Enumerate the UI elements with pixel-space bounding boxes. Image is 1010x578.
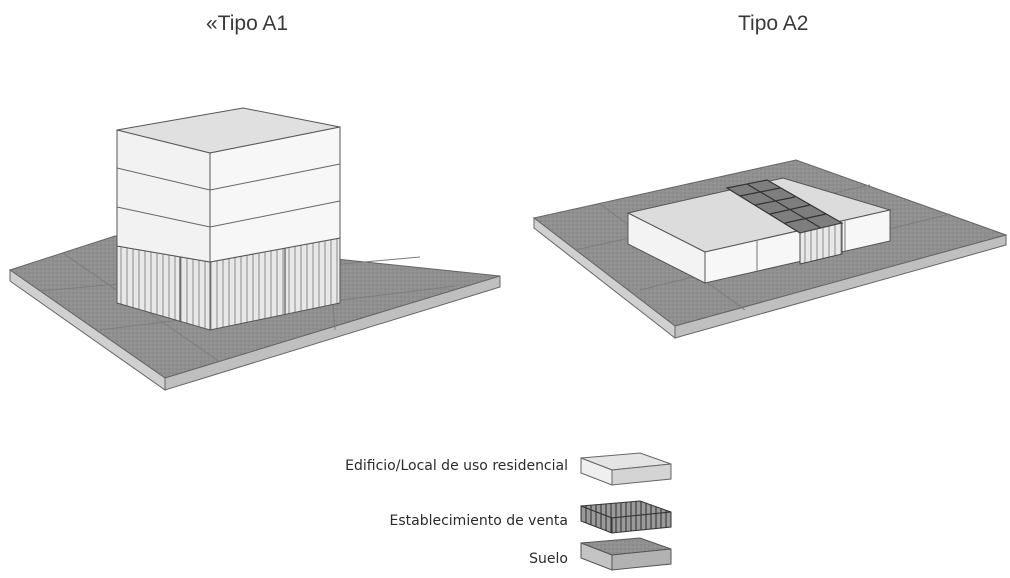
residential-block-a2 bbox=[626, 177, 892, 284]
diagram-title-a1: «Tipo A1 bbox=[206, 12, 289, 35]
legend-label-sale: Establecimiento de venta bbox=[389, 513, 569, 529]
diagram-title-a2: Tipo A2 bbox=[738, 12, 809, 35]
sale-storefront-a1 bbox=[116, 237, 341, 331]
residential-block-a1 bbox=[116, 107, 341, 263]
sale-strip-a2 bbox=[725, 179, 844, 265]
legend-icon-ground bbox=[580, 537, 672, 571]
model-a2 bbox=[532, 159, 1008, 340]
legend-label-residential: Edificio/Local de uso residencial bbox=[345, 458, 568, 474]
legend-icon-sale bbox=[580, 500, 672, 534]
legend-icon-residential bbox=[580, 452, 672, 486]
legend-label-ground: Suelo bbox=[529, 551, 568, 567]
model-a1 bbox=[8, 107, 501, 391]
